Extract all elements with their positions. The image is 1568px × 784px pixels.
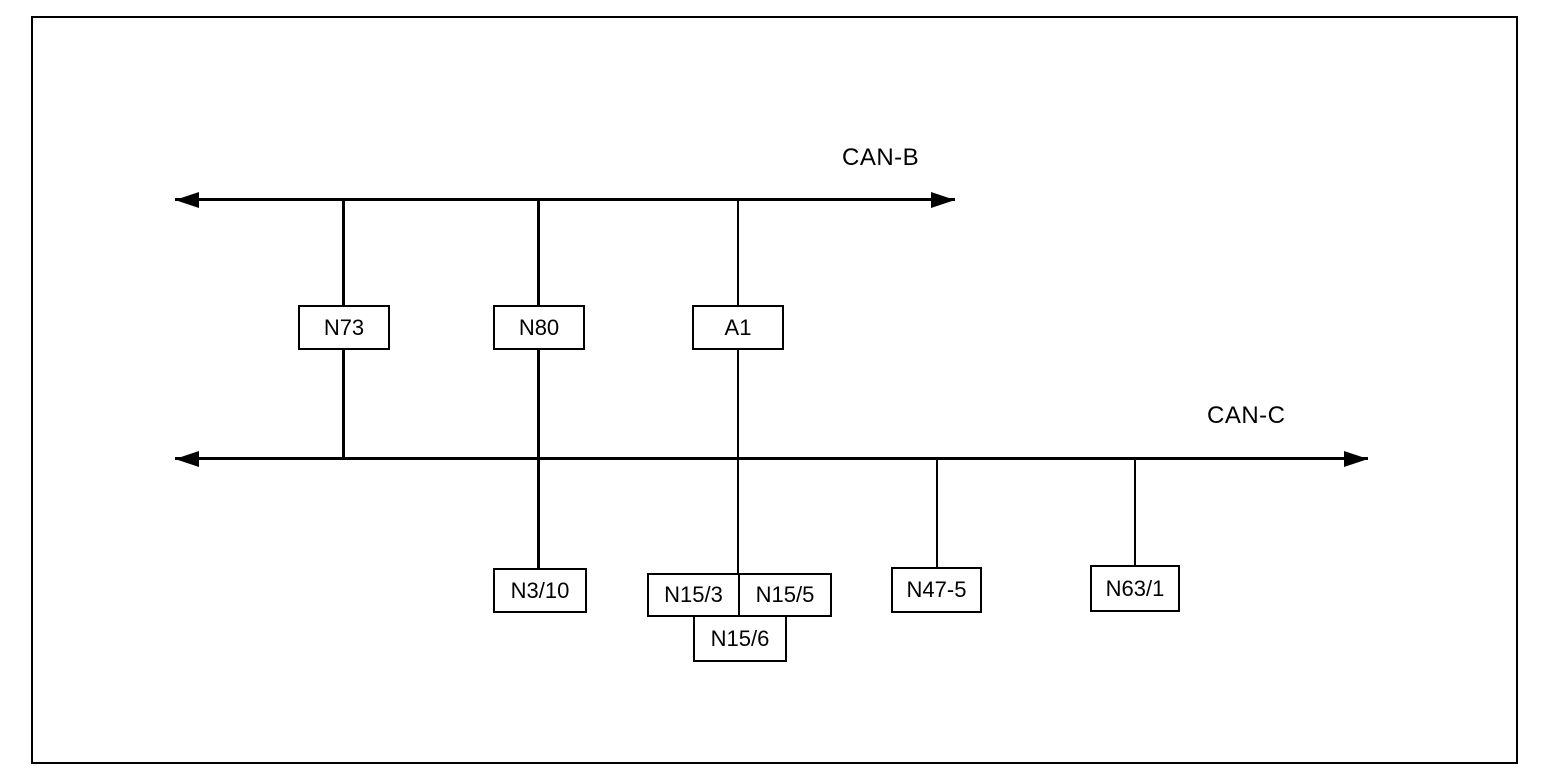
node-label: N80 (518, 314, 560, 340)
node-n15-6: N15/6 (693, 615, 787, 662)
a1-stem-lower (737, 350, 739, 575)
node-n15-5: N15/5 (738, 573, 832, 617)
a1-stem-upper (737, 200, 739, 305)
n47-5-stem (936, 459, 938, 569)
can-c-right-arrowhead (1344, 451, 1368, 467)
can-b-bus-line (175, 198, 955, 201)
can-b-label: CAN-B (842, 144, 920, 171)
node-label: N15/6 (710, 625, 770, 651)
node-n3-10: N3/10 (493, 568, 587, 613)
n73-stem-upper (342, 200, 345, 305)
n63-1-stem (1134, 459, 1136, 567)
can-c-label: CAN-C (1207, 402, 1286, 429)
node-n63-1: N63/1 (1090, 565, 1180, 612)
node-label: N15/5 (755, 582, 815, 607)
node-a1: A1 (692, 305, 784, 350)
node-n73: N73 (298, 305, 390, 350)
node-label: A1 (724, 314, 752, 340)
node-label: N63/1 (1105, 575, 1165, 601)
node-label: N15/3 (664, 582, 723, 607)
diagram-border (31, 16, 1518, 764)
node-label: N3/10 (510, 577, 570, 603)
node-label: N73 (323, 314, 365, 340)
can-b-right-arrowhead (931, 192, 955, 208)
node-n15-3: N15/3 (647, 573, 740, 617)
n80-stem-lower (537, 350, 540, 570)
can-b-left-arrowhead (175, 192, 199, 208)
node-label: N47-5 (906, 577, 967, 602)
n80-stem-upper (537, 200, 540, 305)
node-n80: N80 (493, 305, 585, 350)
can-c-bus-line (175, 457, 1368, 460)
can-c-left-arrowhead (175, 451, 199, 467)
n73-stem-lower (342, 350, 345, 460)
node-n47-5: N47-5 (891, 567, 982, 613)
